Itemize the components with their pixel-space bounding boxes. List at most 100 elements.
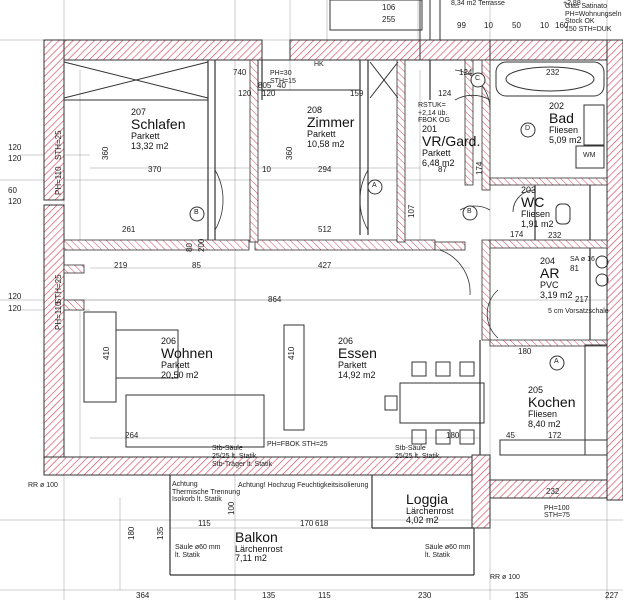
dim-427: 427 [318, 261, 332, 270]
dim-219: 219 [114, 261, 128, 270]
dim-124-b: 124 [438, 89, 452, 98]
dim-805: 805 [258, 81, 272, 90]
room-number: 203 [521, 185, 537, 195]
rr-left-note: RR ø 100 [28, 482, 58, 489]
dim-bottom-135a: 135 [262, 591, 276, 600]
room-area: 13,32 m2 [131, 140, 169, 151]
room-name: VR/Gard. [422, 133, 481, 150]
dim-294: 294 [318, 165, 332, 174]
dim-bottom-364: 364 [136, 591, 150, 600]
dim-120-left-b: 120 [8, 154, 22, 163]
room-area: 3,19 m2 [540, 289, 573, 300]
dim-top-99: 99 [457, 21, 466, 30]
dim-bottom-227: 227 [605, 591, 619, 600]
marker-d: D [525, 125, 531, 132]
marker-b2: B [467, 208, 472, 215]
dim-120-left-a: 120 [8, 143, 22, 152]
marker-a2: A [554, 358, 559, 365]
rr-right-note: RR ø 100 [490, 574, 520, 581]
dim-180-b: 180 [446, 431, 460, 440]
dim-232-c: 232 [546, 487, 560, 496]
room-floor: Parkett [161, 360, 190, 371]
room-floor: Lärchenrost [406, 505, 454, 516]
sa16-label: SA ø 16 [570, 256, 595, 263]
dim-261: 261 [122, 225, 136, 234]
room-floor: Parkett [422, 148, 451, 159]
dim-107: 107 [407, 204, 416, 218]
sth25-a: STH=25 [54, 130, 63, 160]
room-area: 10,58 m2 [307, 138, 345, 149]
room-name: Balkon [235, 529, 278, 545]
dim-174-a: 174 [510, 230, 524, 239]
dim-174-b: 174 [475, 161, 484, 175]
dim-180-c: 180 [127, 526, 136, 540]
dim-200-a: 200 [197, 238, 206, 252]
ph110-a: PH=110 [54, 166, 63, 195]
room-number: 208 [307, 105, 323, 115]
room-number: 202 [549, 101, 565, 111]
room-number: 206 [161, 336, 177, 346]
dim-410-b: 410 [287, 346, 296, 360]
room-floor: Fliesen [549, 125, 579, 136]
dim-100: 100 [227, 501, 236, 515]
room-loggia: Loggia Lärchenrost 4,02 m2 [406, 492, 454, 526]
dim-740: 740 [233, 68, 247, 77]
dim-bottom-115: 115 [318, 591, 331, 600]
dim-360-a: 360 [101, 146, 110, 160]
room-floor: Parkett [338, 360, 367, 371]
dim-81: 81 [570, 264, 579, 273]
stb-saeule-left-note: Stb-Säule 25/25 lt. Statik [212, 445, 257, 460]
room-floor: Parkett [307, 129, 336, 140]
room-floor: Fliesen [528, 409, 558, 420]
sth75-note: STH=75 [544, 512, 570, 519]
dim-130: 135 [156, 526, 165, 540]
top-right-note: Glas Satinato PH=Wohnungseln Stock OK 15… [565, 3, 622, 34]
room-208: 208 Zimmer Parkett 10,58 m2 [307, 105, 354, 149]
sth25-b: STH=25 [54, 274, 63, 304]
dim-bottom-135b: 135 [515, 591, 529, 600]
room-name: Loggia [406, 491, 449, 507]
room-name: Bad [549, 110, 574, 127]
dim-top-10a: 10 [484, 21, 493, 30]
ph-fbok-note: PH=FBOK STH=25 [267, 441, 328, 448]
dim-top-50: 50 [512, 21, 521, 30]
room-area: 6,48 m2 [422, 157, 455, 168]
stb-traeger-note: Stb-Träger lt. Statik [212, 461, 273, 468]
dim-410-a: 410 [102, 346, 111, 360]
room-name: Kochen [528, 394, 576, 411]
terrasse-note: 8,34 m2 Terrasse [451, 0, 505, 7]
room-206-wohnen: 206 Wohnen Parkett 20,50 m2 [161, 336, 213, 380]
room-area: 5,09 m2 [549, 134, 582, 145]
dim-120-a: 120 [238, 89, 252, 98]
dim-170: 170 [300, 519, 314, 528]
room-floor: Parkett [131, 131, 160, 142]
section-markers [189, 72, 565, 371]
stb-saeule-right-note: Stb-Säule 25/25 lt. Statik [395, 445, 440, 460]
dim-85: 85 [192, 261, 201, 270]
dim-120-left-d: 120 [8, 292, 22, 301]
ph30-note: PH=30 [270, 70, 292, 77]
dim-45: 45 [506, 431, 515, 440]
dim-124-a: 124 [459, 68, 473, 77]
dim-618: 618 [315, 519, 329, 528]
dim-120-b: 120 [262, 89, 276, 98]
room-area: 14,92 m2 [338, 369, 376, 380]
dim-232-a: 232 [546, 68, 560, 77]
dim-172: 172 [548, 431, 562, 440]
sth15-note: STH=15 [270, 78, 296, 85]
dim-217: 217 [575, 295, 589, 304]
elevation-note: +2,88 [563, 0, 581, 7]
dim-115: 115 [198, 519, 211, 528]
room-number: 206 [338, 336, 354, 346]
dim-bottom-230: 230 [418, 591, 432, 600]
room-name: Wohnen [161, 345, 213, 362]
achtung-left-note: Achtung Thermische Trennung Isokorb lt. … [172, 481, 241, 504]
dim-80-a: 80 [185, 243, 194, 252]
achtung-mid-note: Achtung! Hochzug Feuchtigkeitsisolierung [238, 482, 369, 489]
room-area: 4,02 m2 [406, 515, 439, 526]
marker-b1: B [194, 209, 199, 216]
room-name: Schlafen [131, 116, 186, 133]
dim-top-106: 106 [382, 3, 396, 12]
hk-label: HK [314, 61, 324, 68]
upper-structure [329, 0, 441, 40]
